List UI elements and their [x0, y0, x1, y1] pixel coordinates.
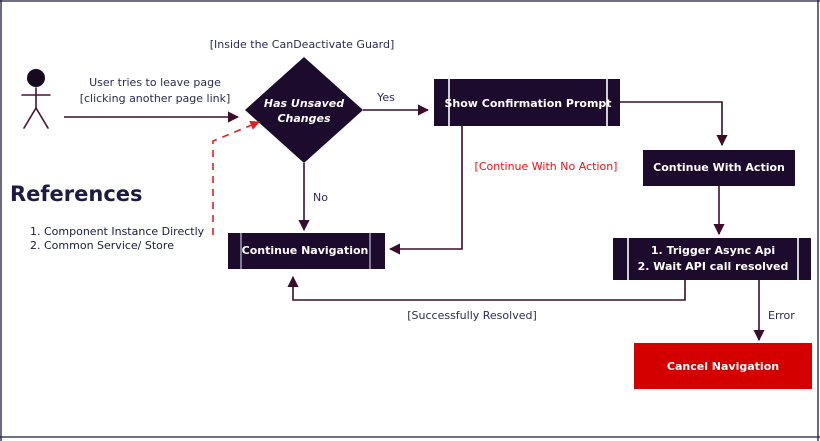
references-heading: References	[10, 182, 143, 206]
edge-dashed-back-to-decision	[212, 120, 260, 235]
node-show-confirmation-prompt[interactable]: Show Confirmation Prompt	[434, 79, 620, 126]
edge-prompt-no-action	[388, 126, 463, 255]
node-continue-with-action[interactable]: Continue With Action	[643, 150, 795, 186]
edge-label-continue-no-action: [Continue With No Action]	[475, 160, 618, 173]
node-cancel-navigation[interactable]: Cancel Navigation	[634, 343, 812, 389]
continue-with-action-label: Continue With Action	[653, 161, 785, 174]
decision-node-has-unsaved-changes[interactable]: Has Unsaved Changes	[245, 57, 363, 163]
edge-label-successfully-resolved: [Successfully Resolved]	[407, 309, 537, 322]
async-api-label-line1: 1. Trigger Async Api	[651, 244, 775, 257]
continue-navigation-label: Continue Navigation	[242, 244, 369, 257]
guard-note-label: [Inside the CanDeactivate Guard]	[210, 38, 395, 51]
show-prompt-label: Show Confirmation Prompt	[444, 97, 611, 110]
edge-label-error: Error	[768, 309, 795, 322]
async-api-label-line2: 2. Wait API call resolved	[638, 260, 789, 273]
edge-prompt-to-continue-action	[620, 101, 728, 147]
actor-stick-figure-icon	[21, 69, 51, 129]
edge-label-no: No	[313, 191, 328, 204]
node-async-api[interactable]: 1. Trigger Async Api 2. Wait API call re…	[613, 238, 811, 280]
decision-label-line1: Has Unsaved	[264, 97, 344, 110]
references-item-2: 2. Common Service/ Store	[30, 239, 174, 252]
node-continue-navigation[interactable]: Continue Navigation	[228, 233, 385, 269]
edge-label-user-line1: User tries to leave page	[89, 76, 221, 89]
edge-label-user-line2: [clicking another page link]	[80, 92, 231, 105]
decision-label-line2: Changes	[277, 112, 330, 125]
edge-successfully-resolved	[287, 275, 686, 301]
references-item-1: 1. Component Instance Directly	[30, 225, 205, 238]
cancel-navigation-label: Cancel Navigation	[667, 360, 779, 373]
edge-label-yes: Yes	[376, 91, 395, 104]
